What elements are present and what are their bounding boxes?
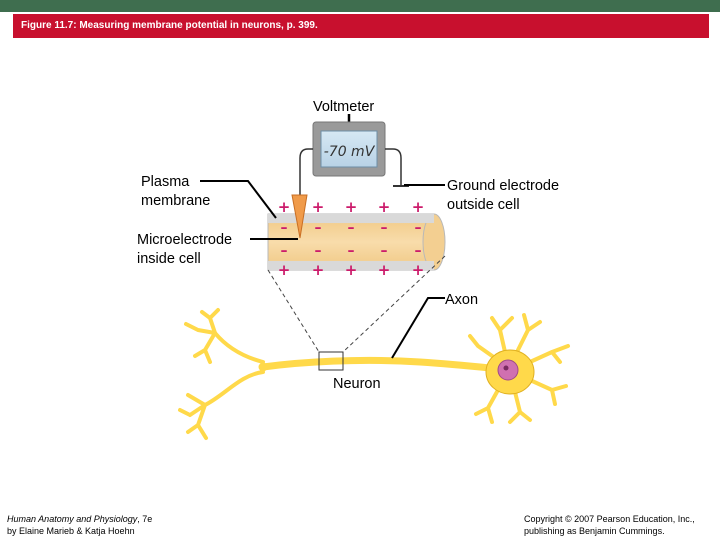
microelectrode-label: Microelectrode	[137, 232, 232, 248]
publisher-line: publishing as Benjamin Cummings.	[524, 526, 665, 536]
figure-title: Figure 11.7: Measuring membrane potentia…	[13, 14, 709, 38]
plus-charge: +	[278, 261, 291, 279]
dendrites-left	[178, 308, 265, 440]
nucleolus	[503, 365, 509, 371]
dendrites-right	[468, 313, 570, 424]
book-title: Human Anatomy and Physiology	[7, 514, 138, 524]
nucleus	[497, 359, 519, 381]
minus-charge: –	[381, 243, 388, 259]
footer-copyright: Copyright © 2007 Pearson Education, Inc.…	[524, 513, 695, 537]
authors: by Elaine Marieb & Katja Hoehn	[7, 526, 135, 536]
axon-leader	[391, 297, 445, 359]
voltmeter-label: Voltmeter	[313, 99, 374, 115]
plus-charge: +	[312, 198, 325, 216]
membrane-outer-bottom	[268, 261, 434, 270]
minus-charge: –	[381, 220, 388, 236]
minus-charge: –	[315, 220, 322, 236]
minus-charge: –	[281, 243, 288, 259]
minus-charge: –	[315, 243, 322, 259]
neuron	[178, 308, 570, 440]
minus-charge: –	[348, 243, 355, 259]
ground-electrode-label: outside cell	[447, 197, 520, 213]
zoom-line-right	[342, 255, 446, 353]
axon-label: Axon	[445, 292, 478, 308]
copyright-line: Copyright © 2007 Pearson Education, Inc.…	[524, 514, 695, 524]
plasma-membrane-label: Plasma	[141, 174, 190, 190]
plus-charge: +	[345, 261, 358, 279]
electrode-wire	[299, 148, 313, 196]
plus-charge: +	[378, 198, 391, 216]
plasma-membrane-segment	[267, 213, 435, 271]
plus-charge: +	[412, 261, 425, 279]
voltmeter-display	[320, 130, 378, 168]
minus-charge: –	[281, 220, 288, 236]
zoom-box	[318, 351, 344, 371]
microelectrode-label: inside cell	[137, 251, 201, 267]
edition: , 7e	[137, 514, 153, 524]
plus-charge: +	[345, 198, 358, 216]
plasma-membrane-label: membrane	[141, 193, 210, 209]
outside-charges: + + + + + + + + + +	[278, 198, 425, 279]
top-bar	[0, 0, 720, 12]
ground-wire	[385, 148, 402, 186]
ground-electrode-label: Ground electrode	[447, 178, 559, 194]
neuron-label: Neuron	[333, 376, 381, 392]
plus-charge: +	[312, 261, 325, 279]
footer-citation: Human Anatomy and Physiology, 7e by Elai…	[7, 513, 152, 537]
zoom-line-left	[267, 269, 320, 353]
membrane-outer-top	[268, 214, 434, 223]
minus-charge: –	[415, 220, 422, 236]
inside-charges: – – – – – – – – – –	[281, 220, 422, 259]
minus-charge: –	[415, 243, 422, 259]
microelectrode	[291, 194, 308, 239]
voltmeter-reading: -70 mV	[324, 144, 376, 160]
plus-charge: +	[378, 261, 391, 279]
axon	[259, 356, 494, 372]
plus-charge: +	[412, 198, 425, 216]
plus-charge: +	[278, 198, 291, 216]
plasma-membrane-leader	[200, 180, 277, 219]
minus-charge: –	[348, 220, 355, 236]
